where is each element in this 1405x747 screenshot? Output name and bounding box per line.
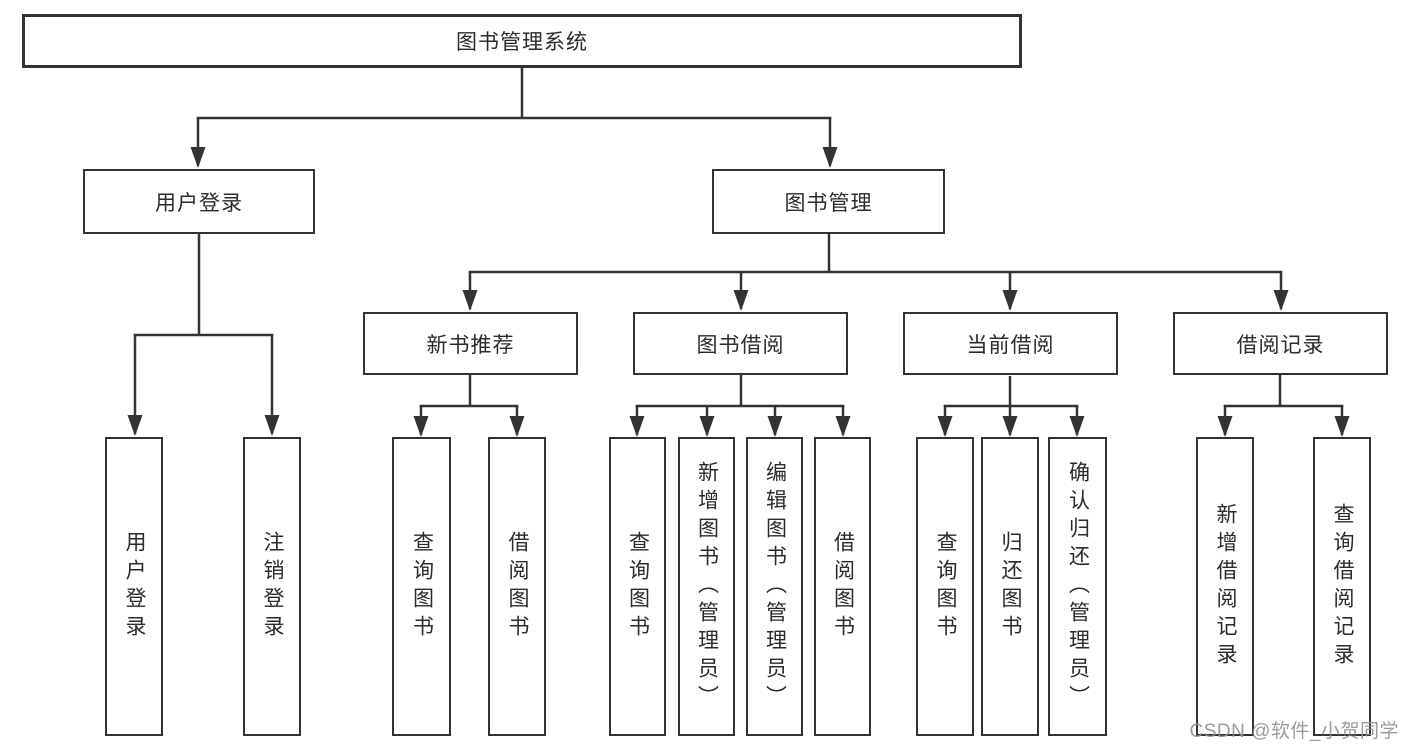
leaf-query-borrow-record: 查询借阅记录 — [1313, 437, 1371, 736]
leaf-borrow-books-borrowing: 借阅图书 — [814, 437, 871, 736]
leaf-query-books-borrowing: 查询图书 — [609, 437, 666, 736]
leaf-edit-books-admin: 编辑图书（管理员） — [746, 437, 803, 736]
leaf-add-borrow-record: 新增借阅记录 — [1196, 437, 1254, 736]
leaf-user-login: 用户登录 — [105, 437, 163, 736]
node-new-book-recommend: 新书推荐 — [363, 312, 578, 375]
leaf-borrow-books-recommend: 借阅图书 — [488, 437, 546, 736]
leaf-return-books: 归还图书 — [981, 437, 1039, 736]
node-book-management: 图书管理 — [712, 169, 945, 234]
leaf-query-books-current: 查询图书 — [916, 437, 974, 736]
leaf-confirm-return-admin: 确认归还（管理员） — [1048, 437, 1107, 736]
leaf-logout: 注销登录 — [243, 437, 301, 736]
node-library-management-system: 图书管理系统 — [22, 14, 1022, 68]
leaf-query-books-recommend: 查询图书 — [392, 437, 451, 736]
node-user-login: 用户登录 — [83, 169, 315, 234]
csdn-watermark: CSDN @软件_小贺同学 — [1189, 721, 1399, 742]
node-book-borrowing: 图书借阅 — [633, 312, 848, 375]
leaf-add-books-admin: 新增图书（管理员） — [678, 437, 735, 736]
node-borrow-records: 借阅记录 — [1173, 312, 1388, 375]
node-current-borrowing: 当前借阅 — [903, 312, 1118, 375]
